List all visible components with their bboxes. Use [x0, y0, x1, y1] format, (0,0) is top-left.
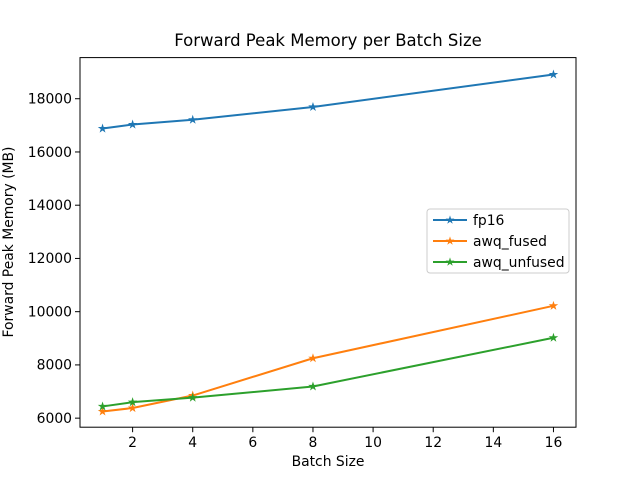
data-point-fp16: [308, 101, 318, 112]
legend-item-label: fp16: [473, 213, 504, 229]
data-point-awq_fused: [127, 403, 138, 413]
y-tick-label: 6000: [37, 411, 72, 427]
x-tick-label: 2: [128, 435, 137, 451]
legend: fp16 awq_fused awq_unfused: [426, 208, 570, 274]
y-tick-label: 8000: [37, 358, 72, 374]
data-point-awq_fused: [97, 406, 108, 416]
y-tick-label: 10000: [28, 304, 72, 320]
x-tick-label: 10: [364, 435, 382, 451]
x-tick-label: 6: [248, 435, 257, 451]
data-point-fp16: [127, 119, 138, 129]
legend-item-awq_unfused: awq_unfused: [433, 255, 565, 271]
x-tick-label: 4: [188, 435, 197, 451]
y-tick-label: 18000: [28, 92, 72, 108]
data-point-awq_unfused: [127, 397, 138, 407]
series-line-fp16: [102, 73, 554, 130]
series-line-awq_unfused: [102, 336, 554, 408]
data-point-fp16: [187, 114, 198, 124]
data-point-awq_unfused: [97, 401, 108, 411]
chart-title: Forward Peak Memory per Batch Size: [174, 31, 482, 50]
y-tick-label: 12000: [28, 251, 72, 267]
y-axis-label: Forward Peak Memory (MB): [1, 147, 17, 338]
legend-marker-star: [445, 257, 455, 266]
data-point-awq_unfused: [187, 392, 198, 402]
legend-item-label: awq_fused: [473, 234, 547, 250]
data-point-awq_fused: [308, 353, 318, 363]
legend-marker-star: [445, 215, 455, 224]
data-point-fp16: [548, 69, 559, 79]
data-point-awq_unfused: [548, 332, 559, 342]
data-point-awq_unfused: [308, 381, 318, 391]
x-tick-label: 8: [309, 435, 318, 451]
legend-item-label: awq_unfused: [473, 255, 565, 271]
legend-marker-star: [445, 236, 455, 245]
x-tick-label: 16: [545, 435, 563, 451]
series-line-awq_fused: [102, 304, 554, 413]
data-point-awq_fused: [548, 300, 559, 310]
data-point-fp16: [97, 123, 108, 133]
x-tick-label: 14: [484, 435, 502, 451]
plot-area: 2 4 6 8 10 12 14 16 6000 8000 10000 12000 14000 16000…: [28, 57, 577, 451]
legend-item-fp16: fp16: [433, 213, 504, 229]
x-axis-label: Batch Size: [292, 454, 365, 470]
y-tick-label: 14000: [28, 198, 72, 214]
axes-frame: [79, 57, 577, 428]
legend-item-awq_fused: awq_fused: [433, 234, 547, 250]
x-tick-label: 12: [424, 435, 442, 451]
y-tick-label: 16000: [28, 145, 72, 161]
legend-box: [426, 208, 570, 274]
